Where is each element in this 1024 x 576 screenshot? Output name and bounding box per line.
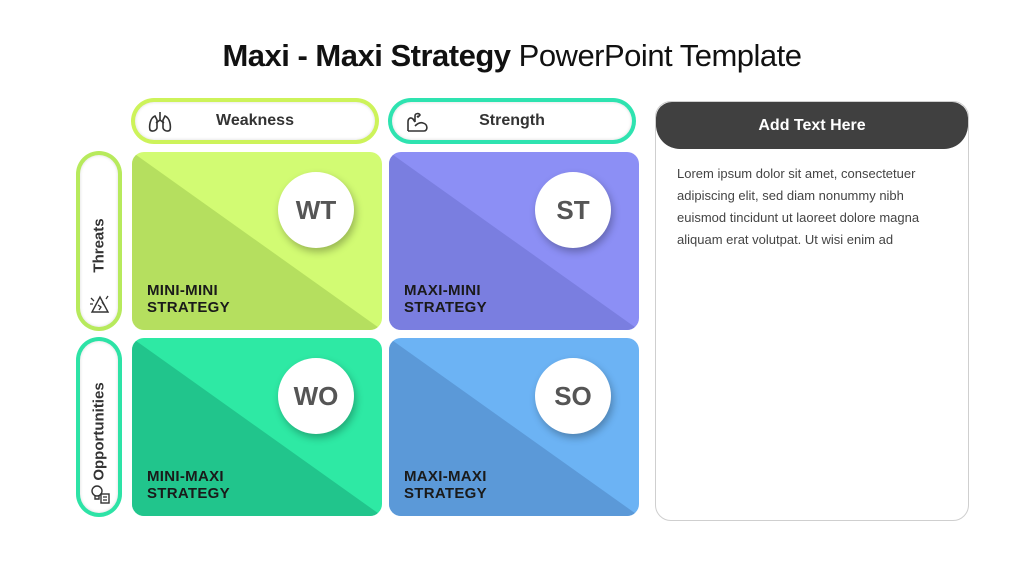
quadrant-so-background	[389, 338, 639, 516]
quadrant-wt-background	[132, 152, 382, 330]
quadrant-so: SO MAXI-MAXI STRATEGY	[389, 338, 639, 516]
broken-glass-icon	[90, 295, 110, 313]
column-header-weakness: Weakness	[131, 98, 379, 144]
column-label-strength: Strength	[479, 112, 545, 129]
lightbulb-icon	[91, 485, 110, 504]
row-header-threats: Threats	[76, 151, 122, 331]
quadrant-wo: WO MINI-MAXI STRATEGY	[132, 338, 382, 516]
quadrant-wo-label: MINI-MAXI STRATEGY	[147, 468, 230, 502]
title-bold: Maxi - Maxi Strategy	[222, 38, 511, 73]
panel-heading[interactable]: Add Text Here	[656, 102, 968, 149]
text-panel: Add Text Here Lorem ipsum dolor sit amet…	[655, 101, 969, 521]
quadrant-st-label: MAXI-MINI STRATEGY	[404, 282, 487, 316]
title-regular: PowerPoint Template	[518, 38, 802, 73]
column-header-strength: Strength	[388, 98, 636, 144]
row-header-opportunities: Opportunities	[76, 337, 122, 517]
quadrant-wt-badge: WT	[278, 172, 354, 248]
quadrant-so-badge: SO	[535, 358, 611, 434]
row-label-opportunities: Opportunities	[90, 382, 108, 481]
quadrant-st: ST MAXI-MINI STRATEGY	[389, 152, 639, 330]
quadrant-so-label: MAXI-MAXI STRATEGY	[404, 468, 487, 502]
column-label-weakness: Weakness	[216, 112, 294, 129]
panel-body-text[interactable]: Lorem ipsum dolor sit amet, consectetuer…	[677, 166, 920, 247]
quadrant-st-badge: ST	[535, 172, 611, 248]
quadrant-wo-badge: WO	[278, 358, 354, 434]
lungs-icon	[148, 112, 172, 132]
page-title: Maxi - Maxi Strategy PowerPoint Template	[0, 38, 1024, 74]
quadrant-wt-label: MINI-MINI STRATEGY	[147, 282, 230, 316]
flexed-arm-icon	[407, 112, 428, 132]
row-label-threats: Threats	[90, 218, 108, 273]
quadrant-wt: WT MINI-MINI STRATEGY	[132, 152, 382, 330]
